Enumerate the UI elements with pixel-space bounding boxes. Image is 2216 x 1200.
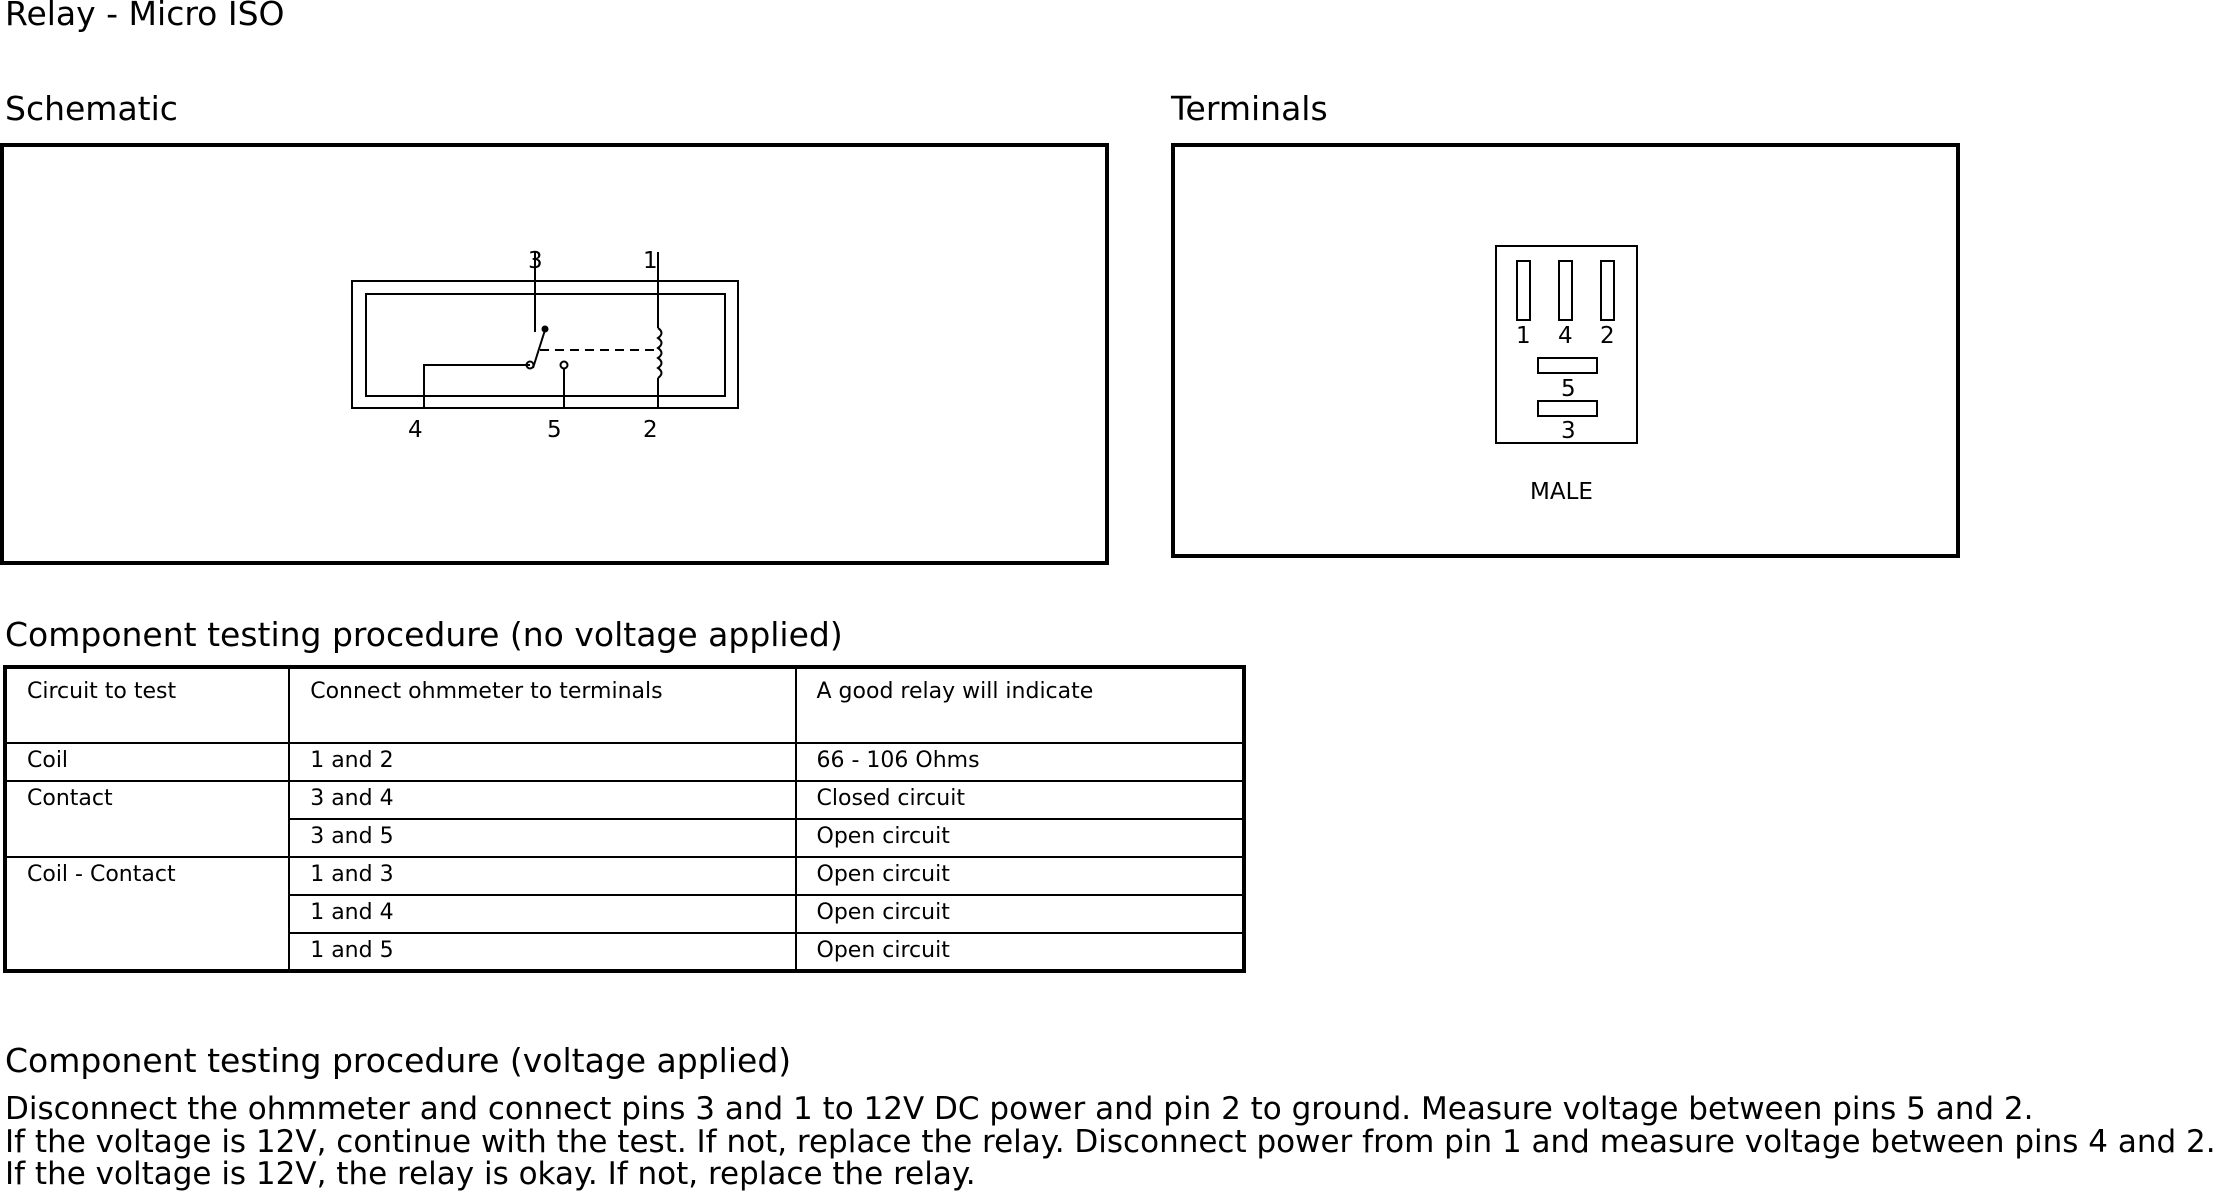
schematic-pin-4-label: 4 xyxy=(408,417,423,443)
terminals-cell: 1 and 3 xyxy=(288,856,797,896)
schematic-pin-1-label: 1 xyxy=(643,248,658,274)
terminals-panel xyxy=(1171,143,1960,558)
terminals-cell: 3 and 4 xyxy=(288,780,797,820)
coil xyxy=(656,327,663,379)
terminal-5-blade xyxy=(1537,357,1598,374)
voltage-procedure-text: Disconnect the ohmmeter and connect pins… xyxy=(5,1093,2216,1191)
result-cell: Closed circuit xyxy=(794,780,1246,820)
terminal-3-blade xyxy=(1537,400,1598,417)
circuit-cell: Contact xyxy=(3,780,291,819)
procedure-line: If the voltage is 12V, continue with the… xyxy=(5,1123,2216,1160)
schematic-heading: Schematic xyxy=(5,89,178,128)
terminals-cell: 1 and 4 xyxy=(288,894,797,934)
relay-outer-outline xyxy=(351,280,739,409)
table-row: 1 and 5 Open circuit xyxy=(3,932,1246,972)
terminal-4-blade xyxy=(1558,260,1573,321)
schematic-pin-3-label: 3 xyxy=(528,248,543,274)
page-title: Relay - Micro ISO xyxy=(5,0,285,33)
voltage-applied-heading: Component testing procedure (voltage app… xyxy=(5,1041,792,1080)
nc-contact xyxy=(525,360,535,370)
result-cell: Open circuit xyxy=(794,856,1246,896)
schematic-pin-5-label: 5 xyxy=(547,417,562,443)
circuit-cell xyxy=(3,819,291,858)
table-row: 3 and 5 Open circuit xyxy=(3,818,1246,858)
table-header-row: Circuit to test Connect ohmmeter to term… xyxy=(3,666,1246,744)
table-row: 1 and 4 Open circuit xyxy=(3,894,1246,934)
pin-4-lead xyxy=(423,364,530,408)
circuit-cell xyxy=(3,933,291,972)
result-cell: 66 - 106 Ohms xyxy=(794,742,1246,782)
circuit-cell: Coil xyxy=(3,742,291,782)
relay-inner-outline xyxy=(365,293,726,397)
table-row: Contact 3 and 4 Closed circuit xyxy=(3,780,1246,820)
diagram-drawings: 3 1 4 5 2 1 4 2 5 3 MALE xyxy=(351,245,1638,505)
terminal-4-label: 4 xyxy=(1558,323,1573,349)
schematic-panel xyxy=(0,143,1109,565)
procedure-line: If the voltage is 12V, the relay is okay… xyxy=(5,1156,976,1192)
no-contact xyxy=(559,360,569,370)
no-voltage-test-table: Circuit to test Connect ohmmeter to term… xyxy=(3,665,1246,973)
terminal-5-label: 5 xyxy=(1561,376,1576,402)
column-header: A good relay will indicate xyxy=(794,666,1246,744)
table-row: Coil 1 and 2 66 - 106 Ohms xyxy=(3,742,1246,782)
relay-schematic xyxy=(351,252,739,409)
terminal-2-label: 2 xyxy=(1600,323,1615,349)
switch-pivot xyxy=(541,325,549,333)
connector-caption: MALE xyxy=(1530,479,1593,505)
result-cell: Open circuit xyxy=(794,818,1246,858)
terminal-3-label: 3 xyxy=(1561,418,1576,444)
terminals-cell: 3 and 5 xyxy=(288,818,797,858)
terminal-connector xyxy=(1495,245,1638,444)
terminal-1-blade xyxy=(1516,260,1531,321)
schematic-pin-2-label: 2 xyxy=(643,417,658,443)
procedure-line: Disconnect the ohmmeter and connect pins… xyxy=(5,1091,2034,1127)
terminals-cell: 1 and 5 xyxy=(288,932,797,972)
connector-outline xyxy=(1495,245,1638,444)
terminal-2-blade xyxy=(1600,260,1615,321)
column-header: Circuit to test xyxy=(3,666,291,744)
result-cell: Open circuit xyxy=(794,932,1246,972)
circuit-cell xyxy=(3,895,291,933)
column-header: Connect ohmmeter to terminals xyxy=(288,666,797,744)
no-voltage-heading: Component testing procedure (no voltage … xyxy=(5,615,843,654)
terminals-heading: Terminals xyxy=(1171,89,1328,128)
terminal-1-label: 1 xyxy=(1516,323,1531,349)
table-row: Coil - Contact 1 and 3 Open circuit xyxy=(3,856,1246,896)
circuit-cell: Coil - Contact xyxy=(3,856,291,895)
terminals-cell: 1 and 2 xyxy=(288,742,797,782)
result-cell: Open circuit xyxy=(794,894,1246,934)
switch-arm xyxy=(532,329,546,369)
